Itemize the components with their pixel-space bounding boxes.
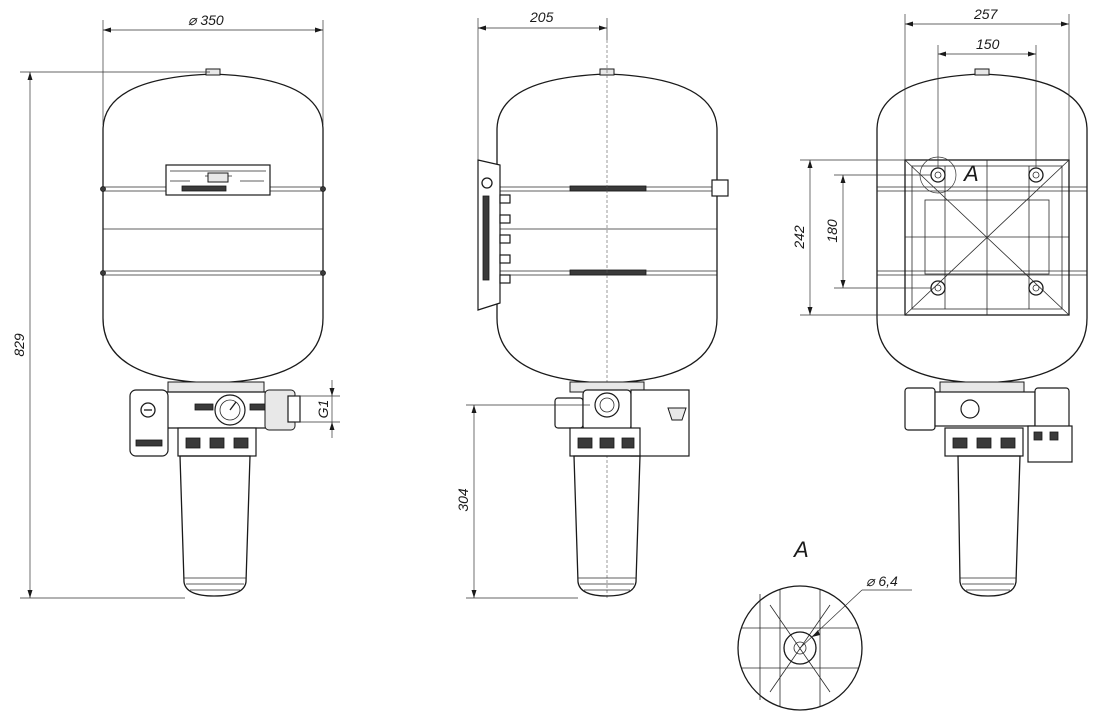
detail-a-title: A <box>792 537 809 562</box>
back-tank-body <box>877 74 1087 383</box>
back-view <box>877 69 1087 596</box>
front-dimensions: ⌀ 350 829 G1 <box>11 12 340 598</box>
thread-label: G1 <box>315 400 331 419</box>
side-valve <box>595 393 619 417</box>
mount-outer-height-label: 242 <box>791 225 807 250</box>
side-view <box>478 40 728 600</box>
mount-hole-tl <box>931 168 945 182</box>
front-height-label: 829 <box>11 333 27 357</box>
front-tank-body <box>103 74 323 383</box>
front-view <box>101 69 326 596</box>
back-filter-bowl <box>958 456 1020 596</box>
front-diameter-label: ⌀ 350 <box>188 12 224 28</box>
view-marker-a: A <box>962 161 979 186</box>
detail-a: A ⌀ 6,4 <box>738 537 912 710</box>
mount-hole-tr <box>1029 168 1043 182</box>
hole-diameter-label: ⌀ 6,4 <box>866 573 898 589</box>
back-width-label: 257 <box>973 6 999 22</box>
side-height-label: 304 <box>455 488 471 512</box>
front-filter-bowl <box>180 456 250 596</box>
mount-inner-height-label: 180 <box>824 219 840 243</box>
side-depth-label: 205 <box>529 9 554 25</box>
mount-width-label: 150 <box>976 36 1000 52</box>
